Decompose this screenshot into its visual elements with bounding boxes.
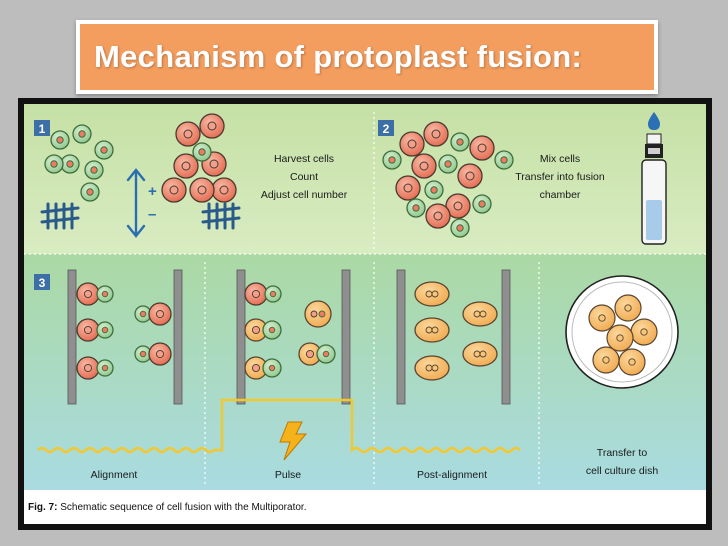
slide-title: Mechanism of protoplast fusion: (94, 39, 583, 74)
plus-sign: + (148, 183, 157, 200)
panel-2-number: 2 (383, 122, 390, 136)
lightning-bolt-icon (279, 421, 308, 461)
transfer-to-label: Transfer to (597, 447, 648, 459)
mix-cells-label: Mix cells (540, 153, 580, 165)
caption-prefix: Fig. 7: (28, 502, 57, 513)
figure-frame: 1 2 3 (18, 98, 712, 530)
pulse-waveform (37, 398, 521, 454)
figure: 1 2 3 (24, 104, 706, 524)
double-arrow-icon (126, 168, 146, 238)
harvest-cells-label: Harvest cells (274, 153, 334, 165)
chamber-label: chamber (540, 189, 581, 201)
panel-1-badge (34, 120, 50, 136)
figure-caption: Fig. 7: Schematic sequence of cell fusio… (28, 502, 306, 513)
petri-dish-icon (565, 275, 679, 389)
vial-icon (641, 112, 667, 245)
panel-3-badge (34, 274, 50, 290)
slide-title-bar: Mechanism of protoplast fusion: (76, 20, 658, 94)
pulse-label: Pulse (275, 469, 301, 481)
cell-culture-dish-label: cell culture dish (586, 465, 659, 477)
panel-3-number: 3 (39, 276, 46, 290)
tally-marks-icon (40, 202, 80, 230)
panel-top-background (24, 104, 706, 254)
post-alignment-label: Post-alignment (417, 469, 487, 481)
tally-marks-icon (201, 202, 241, 230)
minus-sign: – (148, 206, 156, 223)
count-label: Count (290, 171, 318, 183)
electrode-icon (67, 269, 511, 405)
alignment-label: Alignment (91, 469, 138, 481)
panel-2-badge (378, 120, 394, 136)
transfer-label: Transfer into fusion (515, 171, 605, 183)
panel-1-number: 1 (39, 122, 46, 136)
caption-text: Schematic sequence of cell fusion with t… (57, 502, 306, 513)
adjust-cell-number-label: Adjust cell number (261, 189, 348, 201)
fusion-diagram: 1 2 3 (24, 104, 706, 524)
